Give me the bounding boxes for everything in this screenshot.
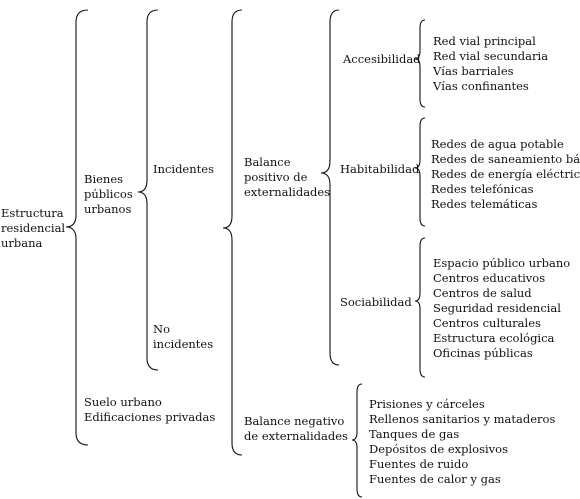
- sociabilidad-item: Espacio público urbano: [433, 256, 571, 270]
- sociabilidad-item: Estructura ecológica: [433, 331, 555, 345]
- sociabilidad-item: Centros culturales: [433, 316, 541, 330]
- no-incidentes-line: incidentes: [153, 337, 214, 351]
- sociabilidad-item: Centros educativos: [433, 271, 546, 285]
- sociabilidad-item: Seguridad residencial: [433, 301, 561, 315]
- balance-positivo-label: Balance positivo de externalidades: [244, 155, 330, 200]
- balance-negativo-line: de externalidades: [244, 429, 348, 443]
- suelo-line: Suelo urbano: [84, 395, 162, 409]
- sociabilidad-label: Sociabilidad: [340, 295, 412, 309]
- brace-accesibilidad: [414, 19, 426, 108]
- habitabilidad-item: Redes de energía eléctrica: [431, 167, 580, 181]
- negativo-item: Tanques de gas: [369, 427, 460, 441]
- sociabilidad-item: Oficinas públicas: [433, 346, 533, 360]
- accesibilidad-item: Red vial principal: [433, 34, 536, 48]
- habitabilidad-item: Redes telefónicas: [431, 182, 534, 196]
- bienes-line: públicos: [84, 187, 133, 201]
- negativo-item: Prisiones y cárceles: [369, 397, 485, 411]
- negativo-item: Depósitos de explosivos: [369, 442, 508, 456]
- habitabilidad-item: Redes telemáticas: [431, 197, 538, 211]
- habitabilidad-list: Redes de agua potable Redes de saneamien…: [431, 137, 580, 212]
- brace-balance-negativo: [351, 383, 363, 498]
- accesibilidad-item: Vías confinantes: [433, 79, 529, 93]
- sociabilidad-list: Espacio público urbano Centros educativo…: [433, 256, 570, 361]
- root-line: residencial: [1, 221, 66, 235]
- accesibilidad-item: Red vial secundaria: [433, 49, 549, 63]
- brace-sociabilidad: [414, 237, 426, 378]
- accesibilidad-label: Accesibilidad: [343, 52, 421, 66]
- root-line: Estructura: [1, 206, 64, 220]
- brace-balance-positivo: [320, 9, 340, 366]
- bienes-label: Bienes públicos urbanos: [84, 172, 133, 217]
- brace-habitabilidad: [414, 117, 426, 227]
- balance-positivo-line: positivo de: [244, 170, 308, 184]
- bienes-line: urbanos: [84, 202, 132, 216]
- habitabilidad-item: Redes de agua potable: [431, 137, 564, 151]
- sociabilidad-item: Centros de salud: [433, 286, 532, 300]
- root-label: Estructura residencial urbana: [1, 206, 65, 251]
- bienes-line: Bienes: [84, 172, 124, 186]
- habitabilidad-label: Habitabilidad: [340, 162, 420, 176]
- no-incidentes-label: No incidentes: [153, 322, 213, 352]
- incidentes-line: Incidentes: [153, 162, 214, 176]
- incidentes-label: Incidentes: [153, 162, 214, 177]
- balance-negativo-line: Balance negativo: [244, 414, 345, 428]
- balance-negativo-label: Balance negativo de externalidades: [244, 414, 348, 444]
- balance-positivo-line: Balance: [244, 155, 291, 169]
- negativo-list: Prisiones y cárceles Rellenos sanitarios…: [369, 397, 555, 487]
- no-incidentes-line: No: [153, 322, 170, 336]
- negativo-item: Fuentes de calor y gas: [369, 472, 501, 486]
- suelo-label: Suelo urbano Edificaciones privadas: [84, 395, 215, 425]
- habitabilidad-item: Redes de saneamiento básico: [431, 152, 580, 166]
- brace-root: [65, 9, 89, 446]
- accesibilidad-list: Red vial principal Red vial secundaria V…: [433, 34, 548, 94]
- brace-bienes: [137, 9, 159, 371]
- root-line: urbana: [1, 236, 43, 250]
- negativo-item: Fuentes de ruido: [369, 457, 469, 471]
- suelo-line: Edificaciones privadas: [84, 410, 216, 424]
- accesibilidad-item: Vías barriales: [433, 64, 514, 78]
- balance-positivo-line: externalidades: [244, 185, 331, 199]
- brace-incidentes: [222, 9, 243, 456]
- negativo-item: Rellenos sanitarios y mataderos: [369, 412, 556, 426]
